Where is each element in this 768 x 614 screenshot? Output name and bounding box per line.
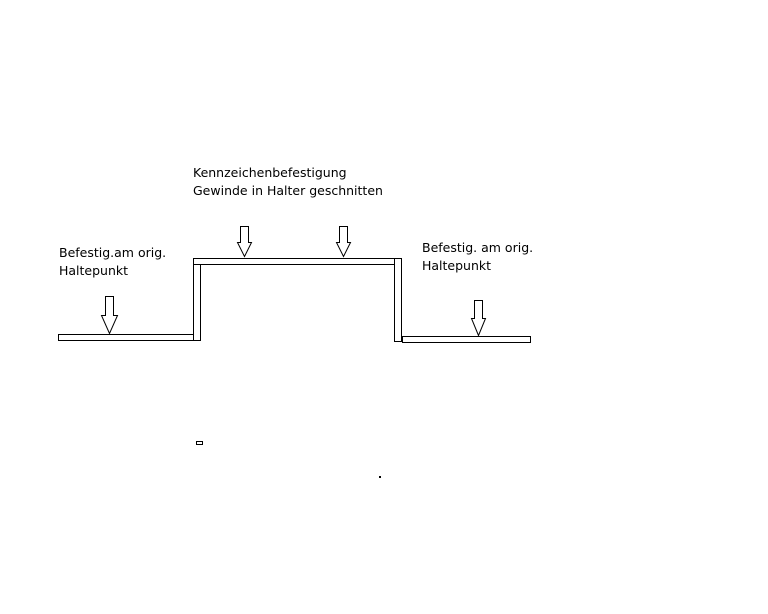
- label-right-mount-line1: Befestig. am orig.: [422, 240, 534, 255]
- right-leg: [394, 258, 402, 342]
- down-arrow-icon: [335, 226, 352, 258]
- left-leg: [193, 262, 201, 341]
- label-plate-mount-line1: Kennzeichenbefestigung: [193, 165, 347, 180]
- down-arrow-icon: [100, 296, 119, 335]
- top-plate: [193, 258, 395, 265]
- label-left-mount-line2: Haltepunkt: [59, 263, 129, 278]
- left-flange: [58, 334, 194, 341]
- right-flange: [402, 336, 531, 343]
- label-plate-mount-line2: Gewinde in Halter geschnitten: [193, 183, 383, 198]
- label-plate-mount: Kennzeichenbefestigung Gewinde in Halter…: [193, 164, 383, 200]
- label-right-mount-line2: Haltepunkt: [422, 258, 492, 273]
- down-arrow-icon: [236, 226, 253, 258]
- small-marker: [196, 441, 203, 445]
- label-left-mount: Befestig.am orig. Haltepunkt: [59, 244, 166, 280]
- stray-dot: [379, 476, 381, 478]
- label-right-mount: Befestig. am orig. Haltepunkt: [422, 239, 533, 275]
- label-left-mount-line1: Befestig.am orig.: [59, 245, 167, 260]
- down-arrow-icon: [470, 300, 487, 337]
